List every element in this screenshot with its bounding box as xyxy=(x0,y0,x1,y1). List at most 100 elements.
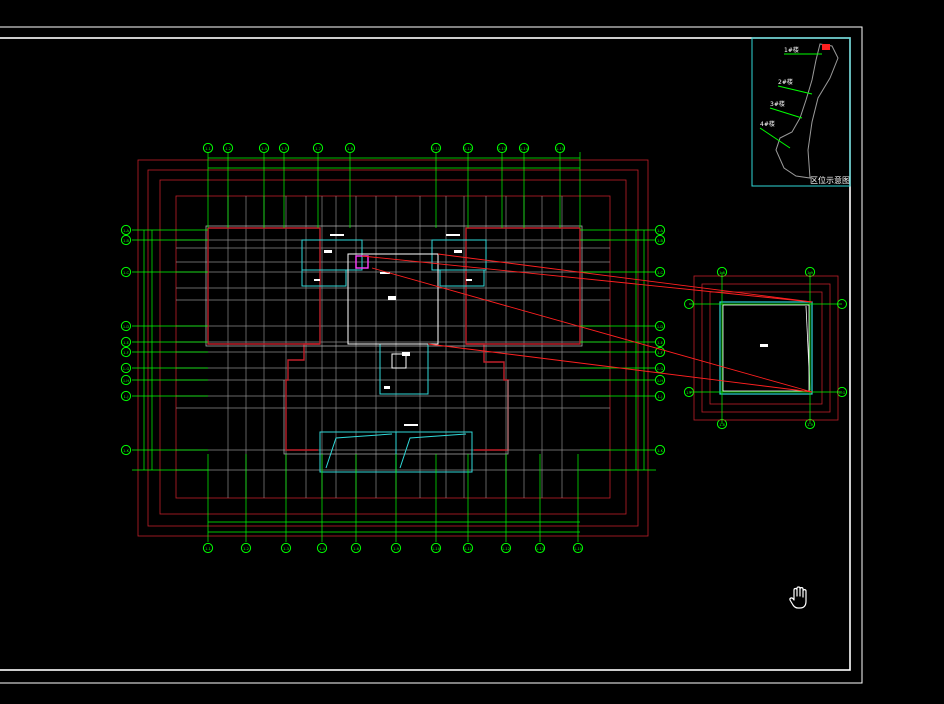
grid-bubble-circle xyxy=(120,234,132,246)
grid-bubble: 1-8 xyxy=(344,142,356,154)
grid-bubble: 1-J xyxy=(120,390,132,402)
grid-bubble-circle xyxy=(654,390,666,402)
grid-bubble: 1-E xyxy=(120,336,132,348)
grid-bubble-label: 1-G xyxy=(123,367,130,371)
grid-bubble-label: 1-1 xyxy=(205,147,211,151)
grid-bubble-label: 1-8 xyxy=(347,147,354,151)
grid-bubble: 1-11 xyxy=(430,142,442,154)
grid-bubble-circle xyxy=(430,542,442,554)
grid-bubble: 1-7 xyxy=(312,142,324,154)
grid-bubble-label: 1-9 xyxy=(807,423,814,427)
grid-bubble-circle xyxy=(240,542,252,554)
detail-enlargement xyxy=(684,272,847,424)
grid-bubble-circle xyxy=(120,444,132,456)
grid-bubble-label: 1-10 xyxy=(432,547,441,551)
grid-bubble-circle xyxy=(462,542,474,554)
grid-bubble-label: 1-F xyxy=(657,351,663,355)
grid-bubble: 1-H xyxy=(120,374,132,386)
grid-bubble-circle xyxy=(654,266,666,278)
grid-bubble: 1-K xyxy=(120,444,132,456)
grid-bubble: 1-2 xyxy=(222,142,234,154)
grid-bubble: 1-5 xyxy=(278,142,290,154)
grid-bubble-label: 1-J xyxy=(658,395,663,399)
grid-bubble: 1-12 xyxy=(500,542,512,554)
grid-bubble-label: 1-C xyxy=(657,271,664,275)
grid-bubble-circle xyxy=(654,224,666,236)
grid-bubble: 1-2 xyxy=(240,542,252,554)
grid-bubble-label: 1-D xyxy=(123,325,130,329)
grid-bubble: 1-4 xyxy=(258,142,270,154)
grid-bubble: 1-A xyxy=(120,224,132,236)
grid-bubble: 1-11 xyxy=(462,542,474,554)
keyplan-caption: 区位示意图 xyxy=(810,175,850,185)
grid-bubble-circle xyxy=(120,224,132,236)
white-shaft xyxy=(347,253,439,369)
grid-bubble-label: 1-A xyxy=(123,229,130,233)
grid-bubble-label: 1-6 xyxy=(353,547,360,551)
grid-bubble: 1-A xyxy=(654,224,666,236)
grid-bubble-label: 1-E xyxy=(123,341,130,345)
grid-bubble: 1-C xyxy=(120,266,132,278)
grid-bubble: 1-K xyxy=(654,444,666,456)
grid-bubble: 1-13 xyxy=(496,142,508,154)
grid-bubble-circle xyxy=(518,142,530,154)
keyplan-label: 2#楼 xyxy=(778,78,793,86)
grid-bubble-circle xyxy=(496,142,508,154)
grid-bubble-circle xyxy=(222,142,234,154)
detail-leader-lines xyxy=(361,253,813,393)
grid-bubble-label: 1-15 xyxy=(574,547,582,551)
grid-bubble-circle xyxy=(554,142,566,154)
grid-bubble-circle xyxy=(430,142,442,154)
grid-bubble-label: 1-7 xyxy=(315,147,321,151)
grid-bubble-label: 1-2 xyxy=(225,147,231,151)
grid-bubble: 1-C xyxy=(654,266,666,278)
grid-bubble-label: 1-12 xyxy=(464,147,472,151)
grid-bubbles: 1-1 1-2 1-4 1-5 1-7 1-8 1-11 1-12 1-13 1-14 1-15 1-… xyxy=(120,142,848,554)
grid-bubble-circle xyxy=(202,142,214,154)
grid-bubble-label: 1-2 xyxy=(243,547,249,551)
grid-bubble-label: 1-B xyxy=(123,239,129,243)
grid-bubble-circle xyxy=(534,542,546,554)
grid-bubble-label: 1-K xyxy=(123,449,130,453)
grid-bubble-label: 1-E xyxy=(657,341,664,345)
grid-bubble: 1-15 xyxy=(554,142,566,154)
grid-bubble: 1-1 xyxy=(202,142,214,154)
grid-bubble-circle xyxy=(500,542,512,554)
building-walls-inner xyxy=(205,225,583,455)
grid-bubble: 1-13 xyxy=(534,542,546,554)
plan-interior-lines xyxy=(176,196,610,498)
grid-bubble: 1-15 xyxy=(572,542,584,554)
grid-bubble-circle xyxy=(654,336,666,348)
grid-bubble: 1-B xyxy=(120,234,132,246)
grid-bubble-label: 1-5 xyxy=(281,147,287,151)
grid-bubble-circle xyxy=(120,362,132,374)
grid-bubble-label: 1-11 xyxy=(464,547,472,551)
grid-bubble-label: 1-1 xyxy=(205,547,211,551)
grid-bubble: 1-6 xyxy=(350,542,362,554)
grid-bubble: 1-D xyxy=(654,320,666,332)
grid-bubble: 1-J xyxy=(654,390,666,402)
grid-bubble-label: 1-K xyxy=(657,449,664,453)
grid-bubble: 1-4 xyxy=(316,542,328,554)
grid-bubble: 1-12 xyxy=(462,142,474,154)
grid-bubble-label: 1-D xyxy=(657,325,664,329)
grid-bubble-circle xyxy=(120,390,132,402)
hand-pan-icon xyxy=(789,586,807,609)
grid-bubble-label: 1-H xyxy=(657,379,664,383)
grid-bubble-label: 1-4 xyxy=(261,147,268,151)
grid-bubble-label: 1-C xyxy=(123,271,130,275)
grid-bubble-circle xyxy=(390,542,402,554)
grid-bubble-circle xyxy=(344,142,356,154)
grid-bubble-label: 1-A xyxy=(657,229,664,233)
grid-bubble-label: 1-J xyxy=(124,395,129,399)
keyplan-label: 3#楼 xyxy=(770,100,785,108)
grid-bubble-label: 1-H xyxy=(123,379,130,383)
grid-bubble-circle xyxy=(120,266,132,278)
grid-bubble-label: 1-G xyxy=(657,367,664,371)
grid-bubble-circle xyxy=(462,142,474,154)
keyplan-block: 1#楼 2#楼 3#楼 4#楼 区位示意图 xyxy=(751,37,851,187)
grid-bubble: 1-G xyxy=(120,362,132,374)
grid-bubble-circle xyxy=(120,336,132,348)
grid-bubble-label: 1-14 xyxy=(520,147,529,151)
